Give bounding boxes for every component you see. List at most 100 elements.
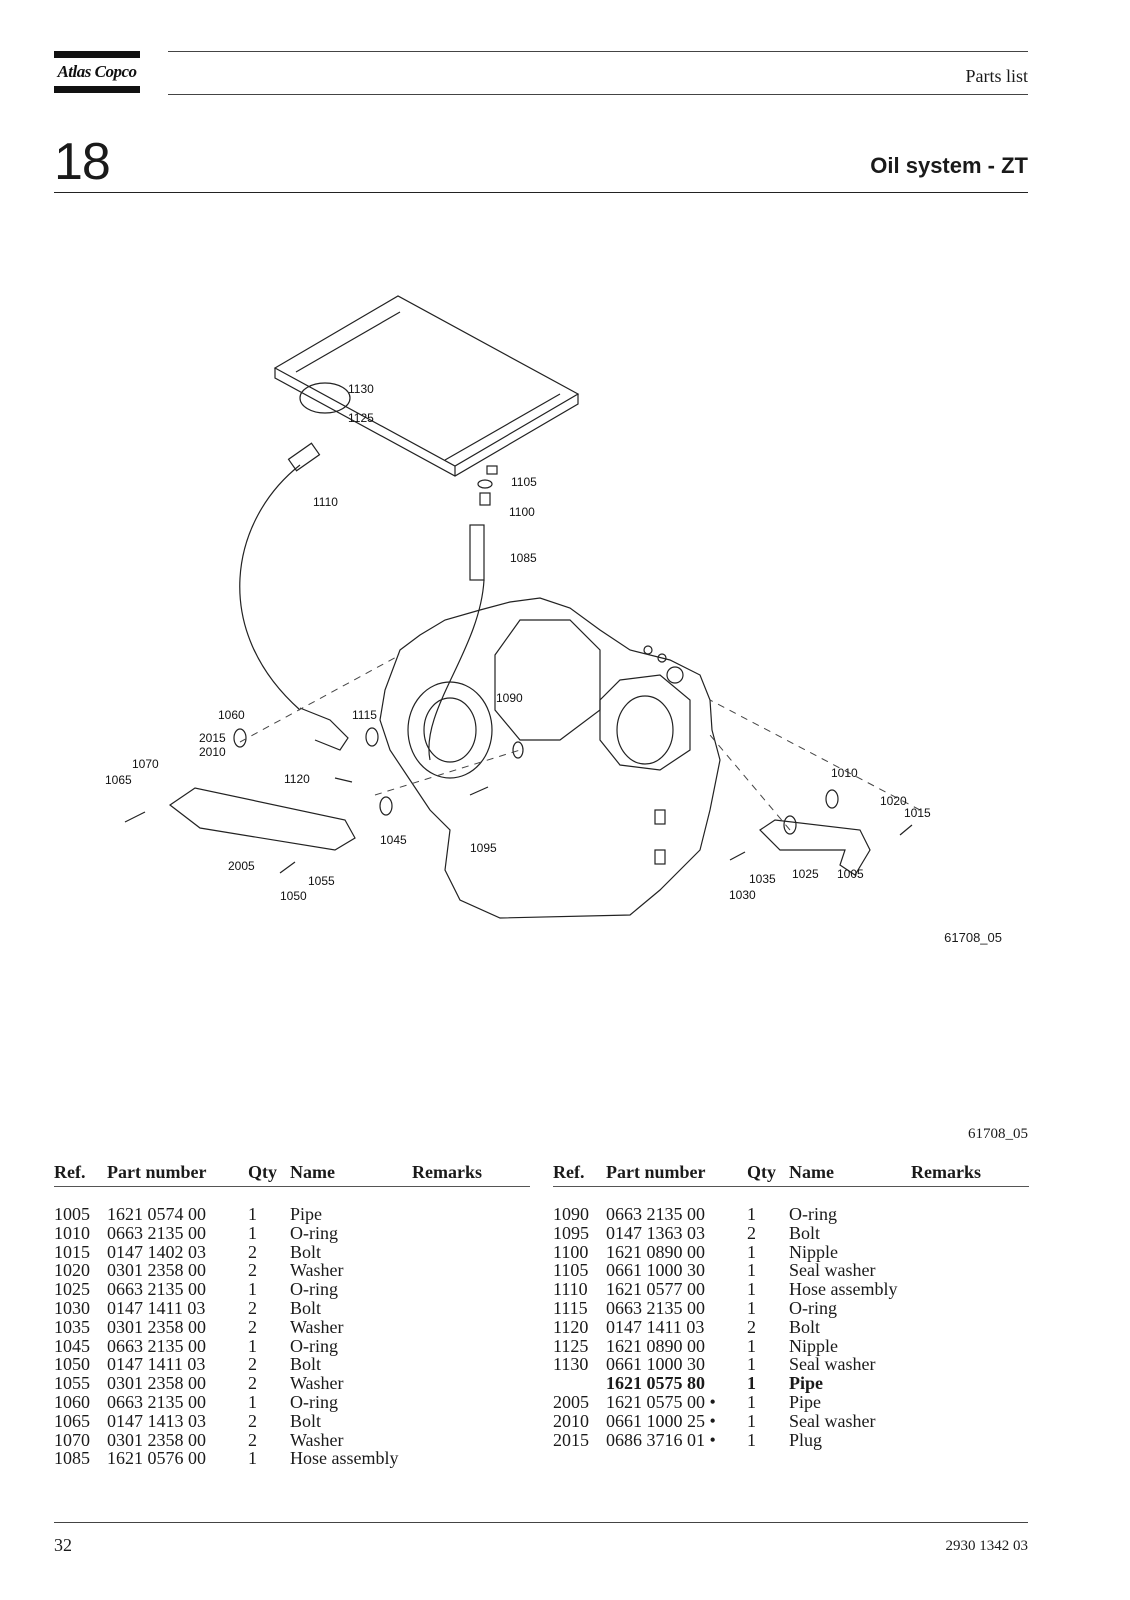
row-ref: 1095: [553, 1222, 589, 1243]
row-part-number: 0661 1000 30: [606, 1354, 705, 1375]
row-name: Pipe: [290, 1204, 323, 1224]
row-part-number: 0301 2358 00: [107, 1316, 206, 1337]
row-ref: 1120: [553, 1316, 589, 1337]
row-name: O-ring: [290, 1222, 338, 1243]
row-name: Bolt: [290, 1410, 322, 1431]
row-ref: 2010: [553, 1410, 589, 1431]
row-ref: 1030: [54, 1297, 90, 1318]
callout-1005: 1005: [837, 867, 864, 881]
callout-1095: 1095: [470, 841, 497, 855]
row-qty: 2: [248, 1354, 257, 1375]
row-part-number: 1621 0574 00: [107, 1204, 206, 1224]
row-name: Washer: [290, 1373, 344, 1394]
row-qty: 1: [747, 1391, 756, 1412]
row-name: Bolt: [290, 1241, 322, 1262]
row-ref: 1050: [54, 1354, 90, 1375]
row-part-number: 1621 0890 00: [606, 1241, 705, 1262]
row-name: Seal washer: [789, 1354, 876, 1375]
row-name: O-ring: [290, 1391, 338, 1412]
row-ref: 1130: [553, 1354, 589, 1375]
callout-2005: 2005: [228, 859, 255, 873]
row-qty: 1: [248, 1204, 257, 1224]
section-title: Oil system - ZT: [870, 153, 1028, 178]
row-ref: 1125: [553, 1335, 589, 1356]
pipe-1005: [759, 819, 871, 876]
row-name: Washer: [290, 1429, 344, 1450]
row-ref: 1010: [54, 1222, 90, 1243]
footer-rule: [54, 1522, 1028, 1523]
table-row: 1055 0301 2358 00 2 Washer: [54, 1374, 530, 1393]
row-name: Seal washer: [789, 1260, 876, 1281]
row-name: Pipe: [789, 1373, 823, 1394]
row-qty: 2: [747, 1222, 756, 1243]
header-name: Name: [290, 1162, 335, 1182]
row-name: Hose assembly: [789, 1279, 898, 1300]
logo-bar-bottom: [54, 86, 140, 93]
row-qty: 1: [248, 1335, 257, 1356]
row-qty: 1: [747, 1279, 756, 1300]
row-name: Seal washer: [789, 1410, 876, 1431]
callout-1085: 1085: [510, 551, 537, 565]
row-qty: 2: [248, 1316, 257, 1337]
row-name: Bolt: [789, 1316, 821, 1337]
callout-1050: 1050: [280, 889, 307, 903]
row-part-number: 1621 0890 00: [606, 1335, 705, 1356]
callout-1110: 1110: [313, 495, 338, 509]
row-name: O-ring: [789, 1204, 837, 1224]
row-part-number: 0663 2135 00: [107, 1391, 206, 1412]
row-qty: 2: [248, 1373, 257, 1394]
row-qty: 1: [747, 1241, 756, 1262]
header-ref: Ref.: [553, 1162, 585, 1182]
cooler-plate-top: [273, 295, 580, 467]
row-part-number: 0301 2358 00: [107, 1373, 206, 1394]
callout-1030: 1030: [729, 888, 756, 902]
row-qty: 2: [248, 1410, 257, 1431]
row-part-number: 0663 2135 00: [107, 1335, 206, 1356]
header-qty: Qty: [248, 1162, 277, 1182]
header-remarks: Remarks: [911, 1162, 981, 1182]
row-qty: 1: [747, 1260, 756, 1281]
callout-labels: 1130 1125 1110 1105 1100 1085 1090 1060 …: [105, 382, 931, 903]
row-ref: 1060: [54, 1391, 90, 1412]
diagram-svg: 1130 1125 1110 1105 1100 1085 1090 1060 …: [105, 295, 931, 919]
row-part-number: 1621 0576 00: [107, 1448, 206, 1469]
logo-bar-top: [54, 51, 140, 58]
row-name: Washer: [290, 1316, 344, 1337]
callout-1090: 1090: [496, 691, 523, 705]
row-part-number: 0147 1413 03: [107, 1410, 206, 1431]
row-ref: 1100: [553, 1241, 589, 1262]
callout-1045: 1045: [380, 833, 407, 847]
row-qty: 1: [747, 1373, 756, 1394]
row-qty: 1: [747, 1297, 756, 1318]
compressor-body: [379, 597, 721, 919]
callout-1115: 1115: [352, 708, 377, 722]
row-ref: 1045: [54, 1335, 90, 1356]
row-ref: 1055: [54, 1373, 90, 1394]
table-header: Ref. Part number Qty Name Remarks: [553, 1162, 1029, 1187]
row-name: Bolt: [290, 1297, 322, 1318]
row-part-number: 1621 0575 00 •: [606, 1391, 716, 1412]
row-ref: 1025: [54, 1279, 90, 1300]
header-title: Parts list: [965, 66, 1028, 86]
row-name: O-ring: [290, 1279, 338, 1300]
pipe-2005: [168, 787, 356, 851]
document-number: 2930 1342 03: [945, 1538, 1029, 1554]
callout-1125: 1125: [348, 411, 374, 425]
logo-text: Atlas Copco: [57, 62, 137, 81]
section-rule: [54, 192, 1028, 193]
row-name: Plug: [789, 1429, 823, 1450]
row-part-number: 1621 0577 00: [606, 1279, 705, 1300]
